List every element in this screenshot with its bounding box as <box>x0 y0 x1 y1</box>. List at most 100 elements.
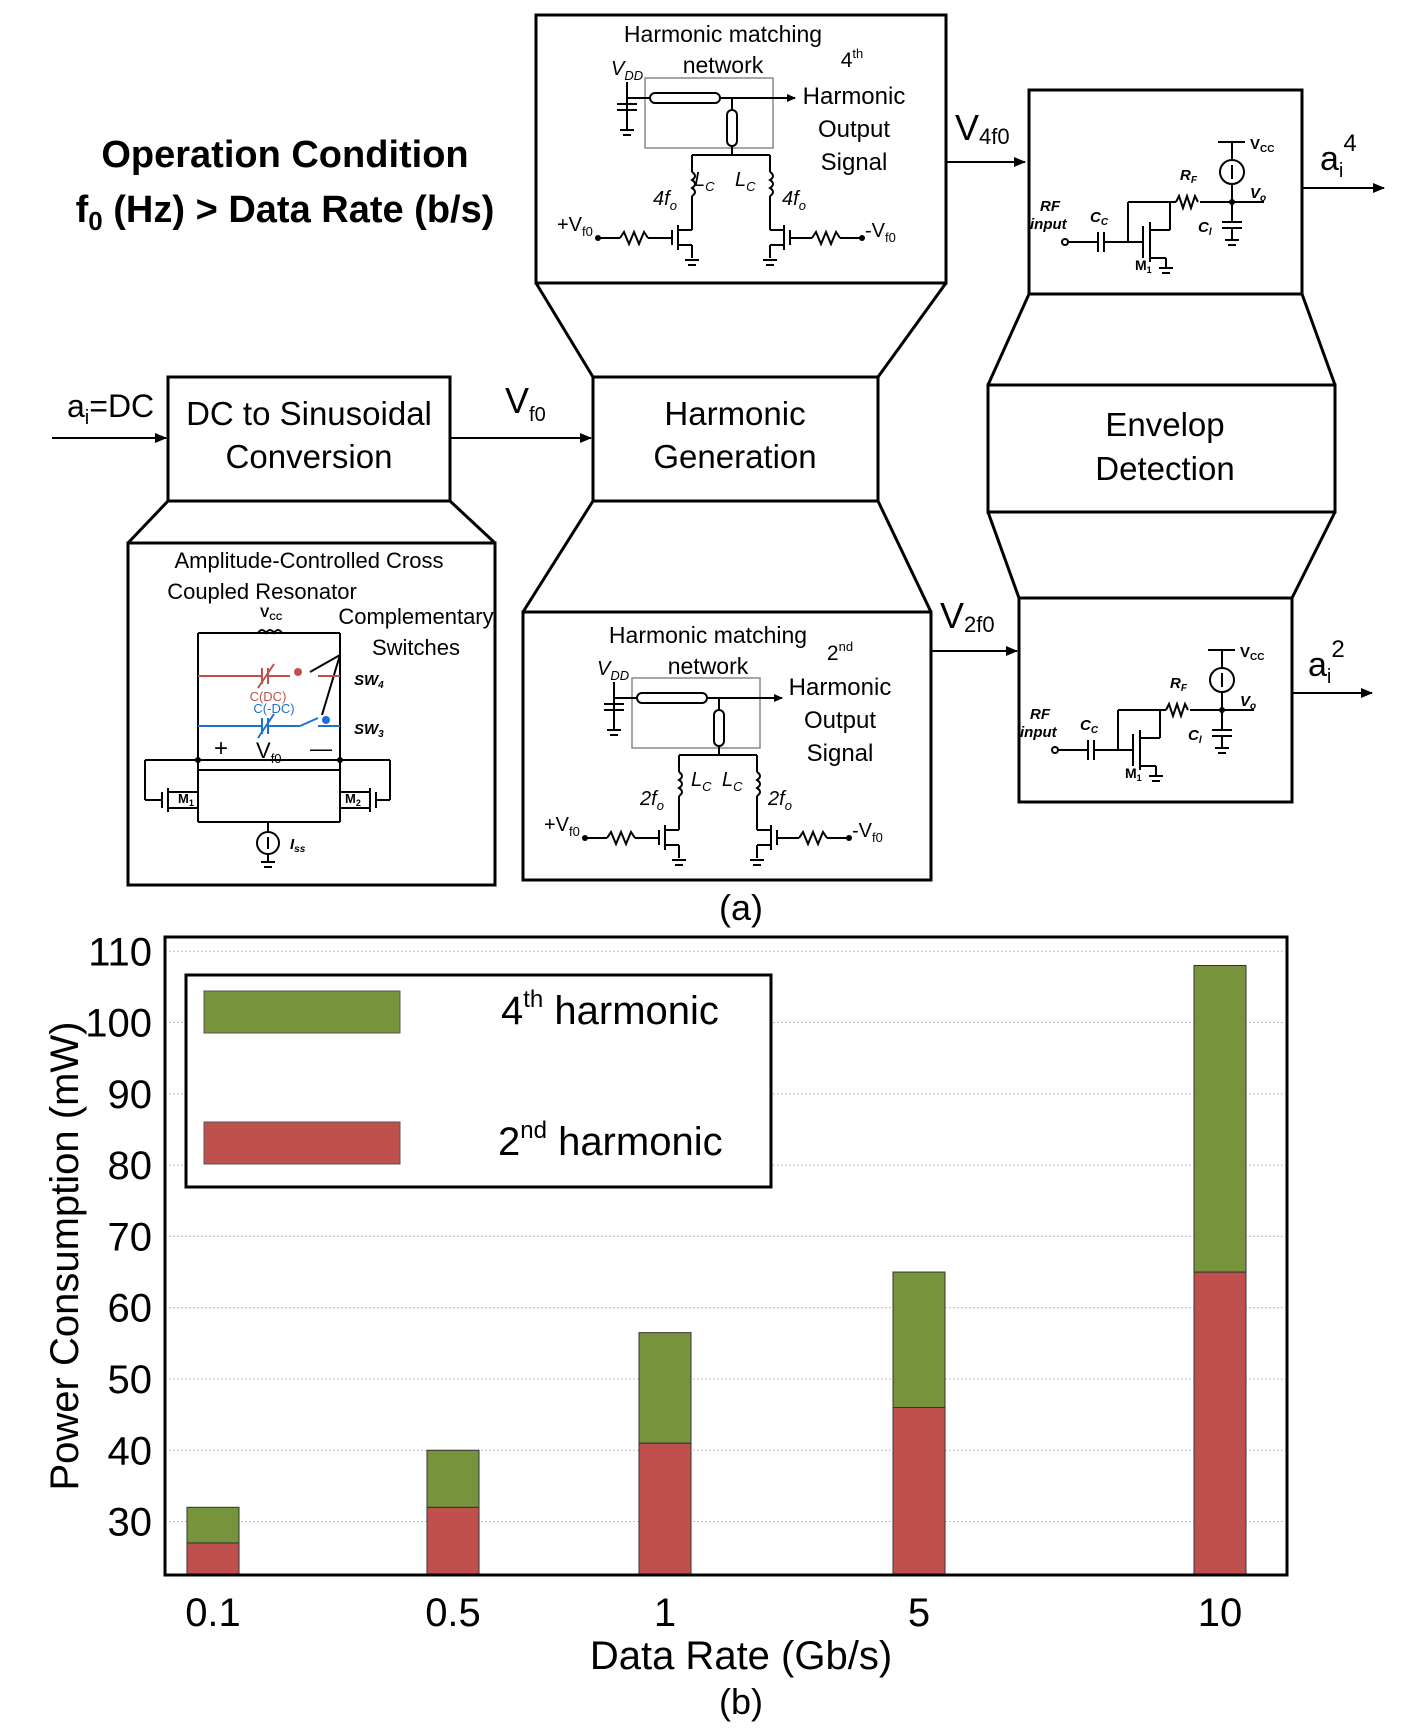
svg-text:4th: 4th <box>841 46 864 72</box>
envelope-detail-2: VCC RF Vo Cl CC RF input M1 <box>1017 596 1294 804</box>
svg-text:VCC: VCC <box>260 604 283 622</box>
svg-text:C(DC): C(DC) <box>250 689 287 704</box>
svg-text:Harmonic: Harmonic <box>789 674 892 701</box>
svg-text:Vf0: Vf0 <box>256 738 282 766</box>
y-axis-label: Power Consumption (mW) <box>43 1021 87 1490</box>
svg-text:Detection: Detection <box>1095 450 1234 487</box>
svg-text:Output: Output <box>804 707 876 734</box>
svg-text:VCC: VCC <box>1250 136 1274 155</box>
svg-text:LC: LC <box>694 169 715 194</box>
condition-title: Operation Condition <box>101 134 468 176</box>
harmonic-2-detail: Harmonic matching network VDD 2nd Harmon… <box>521 610 933 882</box>
sw4-branch <box>198 663 340 689</box>
svg-text:Harmonic matching: Harmonic matching <box>609 622 807 648</box>
input-label: ai=DC <box>67 388 154 429</box>
vdd-label: VDD <box>611 58 643 83</box>
v2f0-label: V2f0 <box>940 595 995 637</box>
svg-text:SW4: SW4 <box>354 672 384 691</box>
v4f0-label: V4f0 <box>955 107 1010 149</box>
legend-label-2nd: 2nd harmonic <box>498 1117 723 1164</box>
svg-text:Conversion: Conversion <box>226 438 393 475</box>
svg-text:Cl: Cl <box>1198 219 1212 238</box>
svg-text:Harmonic: Harmonic <box>664 395 805 432</box>
bar-4th-harmonic <box>426 1449 480 1508</box>
x-axis-label: Data Rate (Gb/s) <box>590 1634 892 1678</box>
vf0-label: Vf0 <box>505 380 546 426</box>
svg-text:CC: CC <box>1080 717 1099 736</box>
svg-text:CC: CC <box>1090 209 1109 228</box>
y-tick-label: 80 <box>108 1144 153 1188</box>
svg-text:SW3: SW3 <box>354 721 384 740</box>
plot-frame <box>163 935 1289 1577</box>
svg-text:M1: M1 <box>1125 765 1142 783</box>
output-4-label: ai4 <box>1320 130 1357 182</box>
svg-text:LC: LC <box>722 769 743 794</box>
svg-text:RF: RF <box>1180 167 1198 186</box>
svg-text:RF: RF <box>1170 675 1188 694</box>
bar-2nd-harmonic <box>1193 1271 1247 1576</box>
legend-label-4th: 4th harmonic <box>501 986 719 1033</box>
svg-text:M2: M2 <box>345 791 361 808</box>
block-dc-to-sinusoidal: DC to Sinusoidal Conversion <box>166 375 452 503</box>
y-tick-label: 110 <box>88 930 152 974</box>
svg-text:VDD: VDD <box>597 658 629 683</box>
panel-b-label: (b) <box>719 1681 763 1722</box>
svg-text:M1: M1 <box>178 791 194 808</box>
bar-4th-harmonic <box>186 1506 240 1544</box>
y-tick-label: 60 <box>108 1287 153 1331</box>
svg-text:input: input <box>1020 724 1058 741</box>
svg-text:M1: M1 <box>1135 257 1152 275</box>
x-tick-label: 10 <box>1198 1591 1243 1635</box>
y-tick-label: 50 <box>108 1358 153 1402</box>
svg-text:Vo: Vo <box>1250 185 1266 204</box>
svg-text:LC: LC <box>691 769 712 794</box>
output-2-label: ai2 <box>1308 636 1345 688</box>
svg-text:Iss: Iss <box>290 836 306 855</box>
svg-text:Signal: Signal <box>821 149 888 176</box>
x-tick-label: 5 <box>908 1591 930 1635</box>
panel-a-label: (a) <box>719 887 763 928</box>
svg-text:-Vf0: -Vf0 <box>852 820 883 845</box>
svg-text:input: input <box>1030 216 1068 233</box>
svg-text:Harmonic: Harmonic <box>803 83 906 110</box>
svg-text:Coupled Resonator: Coupled Resonator <box>167 579 357 604</box>
block-envelop-detection: Envelop Detection <box>986 383 1337 514</box>
svg-text:LC: LC <box>735 169 756 194</box>
svg-text:Harmonic matching: Harmonic matching <box>624 21 822 47</box>
y-tick-label: 40 <box>108 1429 153 1473</box>
bar-2nd-harmonic <box>638 1442 692 1576</box>
x-tick-label: 0.5 <box>425 1591 481 1635</box>
chart-legend: 4th harmonic 2nd harmonic <box>184 973 773 1189</box>
svg-text:+Vf0: +Vf0 <box>544 814 580 839</box>
bar-4th-harmonic <box>638 1332 692 1444</box>
legend-swatch-4th <box>203 990 401 1034</box>
svg-text:DC to Sinusoidal: DC to Sinusoidal <box>186 395 432 432</box>
bar-2nd-harmonic <box>186 1542 240 1576</box>
svg-text:2fo: 2fo <box>639 788 664 813</box>
svg-text:Generation: Generation <box>653 438 816 475</box>
x-tick-label: 0.1 <box>185 1591 241 1635</box>
svg-text:Envelop: Envelop <box>1105 406 1224 443</box>
svg-text:Output: Output <box>818 116 890 143</box>
signal-flow: ai=DC Vf0 V4f0 V2f0 ai4 ai2 <box>52 107 1385 698</box>
block-harmonic-generation: Harmonic Generation <box>591 375 880 503</box>
chart-bars <box>186 965 1247 1576</box>
svg-text:RF: RF <box>1030 706 1051 723</box>
operation-condition: Operation Condition f0 (Hz) > Data Rate … <box>76 134 495 236</box>
y-tick-label: 70 <box>108 1215 153 1259</box>
svg-text:2nd: 2nd <box>827 639 853 665</box>
svg-text:network: network <box>668 653 749 679</box>
svg-text:Amplitude-Controlled Cross: Amplitude-Controlled Cross <box>175 548 444 573</box>
harmonic-4-detail: Harmonic matching network VDD 4th Harmon… <box>534 13 948 285</box>
y-tick-label: 100 <box>85 1002 152 1046</box>
condition-rule: f0 (Hz) > Data Rate (b/s) <box>76 189 495 236</box>
sw3-branch <box>198 713 340 739</box>
svg-text:RF: RF <box>1040 198 1061 215</box>
zoom-connectors <box>126 282 1337 613</box>
svg-text:C(-DC): C(-DC) <box>253 701 294 716</box>
svg-text:Cl: Cl <box>1188 727 1202 746</box>
svg-text:Vo: Vo <box>1240 693 1256 712</box>
